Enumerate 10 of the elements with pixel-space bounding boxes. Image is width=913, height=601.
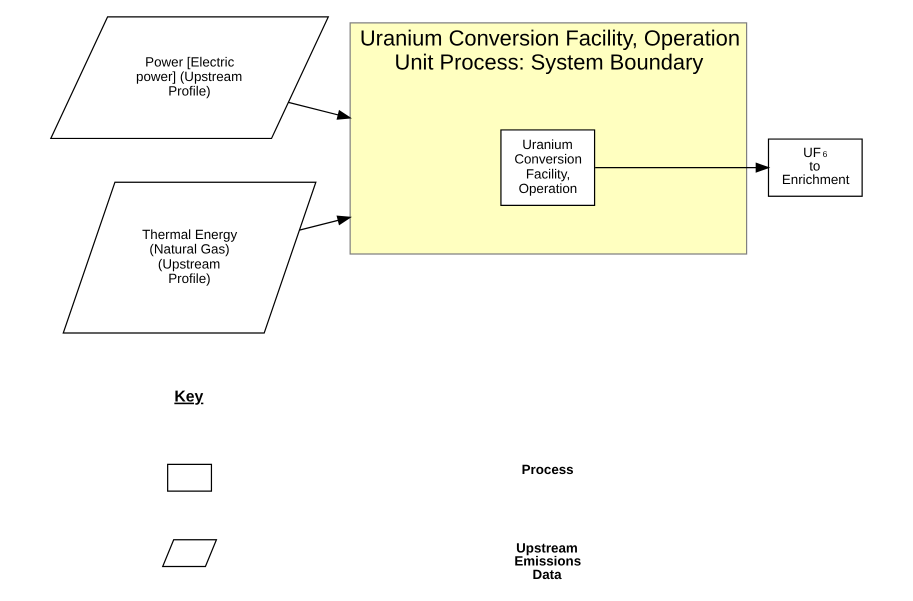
legend-label: Upstream Emissions Data <box>514 540 582 582</box>
legend-label: Process <box>522 462 574 477</box>
arrow <box>299 216 352 231</box>
node-parallelogram <box>162 539 218 568</box>
arrow <box>595 162 770 173</box>
node-box: UF6 to Enrichment <box>768 138 863 197</box>
node-box: Uranium Conversion Facility, Operation <box>500 129 596 206</box>
arrow <box>288 102 352 120</box>
label: Key <box>174 388 204 406</box>
node-box <box>167 464 212 492</box>
